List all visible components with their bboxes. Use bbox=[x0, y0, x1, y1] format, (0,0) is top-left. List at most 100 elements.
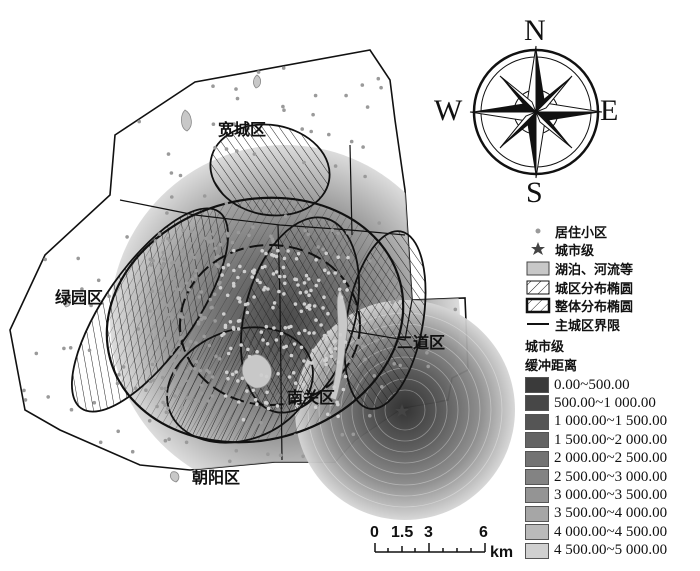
residential-point bbox=[314, 318, 318, 322]
residential-point bbox=[251, 388, 256, 393]
residential-point bbox=[307, 360, 312, 365]
residential-point bbox=[302, 281, 307, 285]
residential-point bbox=[265, 390, 269, 395]
residential-point bbox=[184, 369, 189, 374]
residential-point bbox=[241, 417, 246, 422]
residential-point bbox=[96, 278, 101, 283]
residential-point bbox=[202, 334, 206, 339]
residential-point bbox=[43, 257, 47, 262]
residential-point bbox=[107, 294, 111, 299]
residential-point bbox=[247, 233, 251, 238]
legend-buffer-row: 2 500.00~3 000.00 bbox=[525, 468, 667, 486]
legend-point-symbol bbox=[535, 228, 541, 234]
residential-point bbox=[178, 314, 182, 318]
legend-buffer-label: 3 000.00~3 500.00 bbox=[554, 486, 668, 503]
residential-point bbox=[258, 280, 262, 285]
residential-point bbox=[226, 376, 230, 381]
residential-point bbox=[76, 256, 80, 261]
residential-point bbox=[207, 343, 212, 348]
residential-point bbox=[272, 326, 276, 330]
residential-point bbox=[23, 398, 28, 402]
district-label-kuancheng: 宽城区 bbox=[218, 120, 267, 139]
residential-point bbox=[159, 386, 164, 391]
residential-point bbox=[166, 406, 170, 411]
residential-point bbox=[343, 374, 348, 379]
residential-point bbox=[224, 201, 229, 206]
residential-point bbox=[213, 319, 217, 323]
residential-point bbox=[189, 366, 193, 371]
residential-point bbox=[425, 351, 429, 355]
residential-point bbox=[207, 370, 211, 375]
residential-point bbox=[287, 375, 292, 379]
residential-point bbox=[170, 195, 174, 199]
residential-point bbox=[177, 266, 181, 270]
residential-point bbox=[225, 231, 230, 236]
residential-point bbox=[237, 318, 242, 323]
legend-water-symbol bbox=[526, 261, 550, 276]
residential-point bbox=[346, 255, 350, 260]
legend-boundary: 主城区界限 bbox=[555, 315, 620, 334]
legend-district-ellipse-symbol bbox=[526, 280, 550, 295]
residential-point bbox=[147, 419, 152, 423]
residential-point bbox=[69, 407, 74, 412]
residential-point bbox=[281, 66, 286, 70]
residential-point bbox=[329, 402, 333, 406]
residential-point bbox=[275, 404, 280, 408]
residential-point bbox=[345, 231, 350, 235]
residential-point bbox=[363, 174, 367, 179]
residential-point bbox=[157, 232, 162, 236]
residential-point bbox=[324, 251, 329, 256]
residential-point bbox=[363, 357, 367, 362]
residential-point bbox=[172, 368, 177, 373]
residential-point bbox=[301, 454, 305, 459]
residential-point bbox=[148, 257, 153, 262]
residential-point bbox=[251, 225, 255, 229]
residential-point bbox=[259, 330, 264, 334]
residential-point bbox=[314, 258, 318, 262]
legend-buffer-swatch bbox=[525, 377, 549, 393]
residential-point bbox=[303, 328, 307, 333]
district-label-chaoyang: 朝阳区 bbox=[192, 468, 241, 487]
residential-point bbox=[217, 282, 221, 286]
residential-point bbox=[220, 273, 224, 277]
residential-point bbox=[278, 453, 283, 458]
residential-point bbox=[266, 287, 270, 291]
legend-buffer-title-1: 城市级 bbox=[525, 340, 565, 355]
residential-point bbox=[164, 392, 169, 397]
residential-point bbox=[327, 330, 331, 335]
residential-point bbox=[294, 257, 299, 261]
residential-point bbox=[252, 152, 257, 156]
scale-tick-3: 6 bbox=[479, 524, 488, 541]
residential-point bbox=[178, 173, 183, 178]
legend-district-ellipse: 城区分布椭圆 bbox=[555, 278, 634, 297]
residential-point bbox=[302, 160, 306, 165]
residential-point bbox=[322, 295, 326, 300]
residential-point bbox=[302, 359, 306, 363]
residential-point bbox=[312, 331, 316, 335]
residential-point bbox=[144, 388, 148, 393]
residential-point bbox=[317, 278, 321, 283]
residential-point bbox=[282, 108, 286, 112]
residential-point bbox=[333, 346, 338, 351]
residential-point bbox=[221, 265, 226, 270]
residential-point bbox=[214, 354, 218, 359]
residential-point bbox=[222, 332, 226, 336]
legend-buffer-label: 4 500.00~5 000.00 bbox=[554, 542, 668, 559]
residential-point bbox=[218, 242, 223, 247]
residential-point bbox=[210, 394, 215, 398]
residential-point bbox=[288, 188, 293, 192]
residential-point bbox=[153, 239, 158, 243]
residential-point bbox=[201, 316, 206, 320]
residential-point bbox=[270, 253, 274, 257]
residential-point bbox=[283, 214, 288, 218]
residential-point bbox=[226, 263, 231, 267]
residential-point bbox=[184, 378, 188, 383]
residential-point bbox=[313, 405, 318, 410]
residential-point bbox=[293, 302, 298, 306]
ellipse-overall bbox=[105, 196, 405, 444]
residential-point bbox=[259, 373, 264, 377]
residential-point bbox=[300, 396, 305, 401]
legend-district-ellipse-label: 城区分布椭圆 bbox=[555, 281, 634, 297]
legend-buffer-label: 3 500.00~4 000.00 bbox=[554, 505, 668, 522]
residential-point bbox=[152, 324, 156, 329]
